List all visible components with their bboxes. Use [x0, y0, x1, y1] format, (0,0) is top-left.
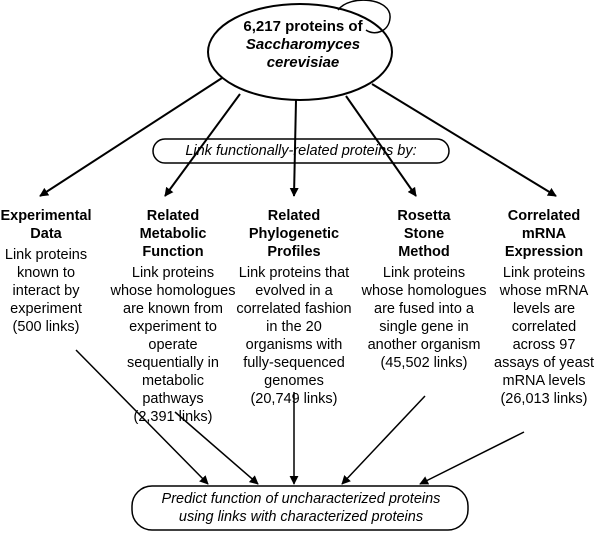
arrow-to-mrna [371, 83, 557, 197]
method-title: Rosetta Stone Method [397, 208, 451, 260]
arrow-to-rosetta [345, 95, 417, 197]
method-title: Correlated mRNA Expression [504, 208, 584, 260]
method-correlated-mrna-expression: Correlated mRNA Expression Link proteins… [488, 207, 600, 408]
arrow-to-phylogenetic [289, 99, 299, 197]
method-title: Experimental Data [0, 208, 92, 242]
method-description: Link proteins whose homologues are known… [110, 265, 236, 425]
method-description: Link proteins whose mRNA levels are corr… [494, 265, 594, 407]
arrow-from-rosetta [341, 395, 426, 485]
arrow-from-experimental-data [75, 349, 209, 485]
top-node-ellipse [207, 3, 393, 101]
arrow-to-metabolic [164, 93, 241, 197]
method-related-phylogenetic-profiles: Related Phylogenetic Profiles Link prote… [227, 207, 361, 408]
top-node-line-1: 6,217 proteins of [243, 18, 363, 35]
method-title: Related Metabolic Function [139, 208, 207, 260]
self-loop [337, 0, 391, 34]
method-rosetta-stone: Rosetta Stone Method Link proteins whose… [357, 207, 491, 372]
bottom-box [131, 485, 469, 531]
method-title: Related Phylogenetic Profiles [248, 208, 340, 260]
top-node: 6,217 proteins of Saccharomyces cerevisi… [228, 18, 378, 72]
top-node-species-epithet: cerevisiae [266, 54, 340, 71]
method-experimental-data: Experimental Data Link proteins known to… [0, 207, 92, 336]
banner-box [152, 138, 450, 164]
method-description: Link proteins that evolved in a correlat… [236, 265, 352, 407]
method-related-metabolic-function: Related Metabolic Function Link proteins… [108, 207, 238, 426]
method-description: Link proteins known to interact by exper… [4, 247, 88, 335]
arrow-to-experimental-data [39, 77, 223, 197]
bottom-outcome-label: Predict function of uncharacterized prot… [161, 491, 441, 525]
top-node-species-genus: Saccharomyces [245, 36, 361, 53]
method-description: Link proteins whose homologues are fused… [361, 265, 487, 371]
banner-label: Link functionally-related proteins by: [185, 143, 417, 159]
arrow-from-metabolic [174, 411, 259, 485]
arrow-from-mrna [419, 431, 525, 485]
